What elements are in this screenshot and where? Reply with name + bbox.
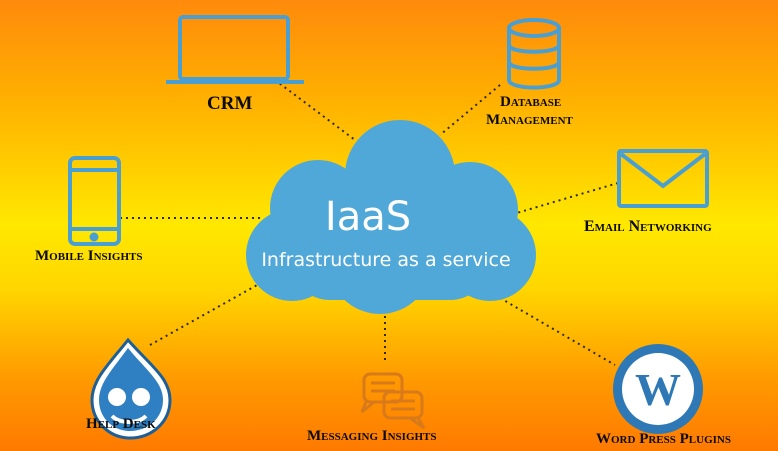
iaas-cloud: IaaS Infrastructure as a service [246,120,536,314]
connector-helpdesk [149,274,276,346]
node-label-helpdesk: Help Desk [86,416,156,432]
connectors [120,79,619,366]
laptop-icon [166,15,304,84]
connector-email [509,182,619,216]
smartphone-icon [68,156,121,246]
drupal-drop-icon [90,337,172,440]
envelope-icon [617,149,709,208]
node-label-database-line1: Database [500,94,562,110]
cloud-subtitle: Infrastructure as a service [261,249,510,271]
wordpress-logo-icon: W [613,344,703,434]
node-label-database-line2: Management [486,112,573,128]
connector-database [439,84,501,136]
node-label-messaging: Messaging Insights [307,428,437,444]
connector-wordpress [494,294,616,366]
svg-text:W: W [635,364,681,415]
connector-crm [274,79,356,141]
node-label-wordpress: Word Press Plugins [596,431,731,447]
node-label-crm: CRM [207,93,253,114]
chat-bubbles-icon [360,372,426,430]
node-label-mobile: Mobile Insights [35,248,143,264]
node-label-email: Email Networking [584,218,712,235]
database-icon [507,18,561,90]
cloud-title: IaaS [325,194,411,240]
